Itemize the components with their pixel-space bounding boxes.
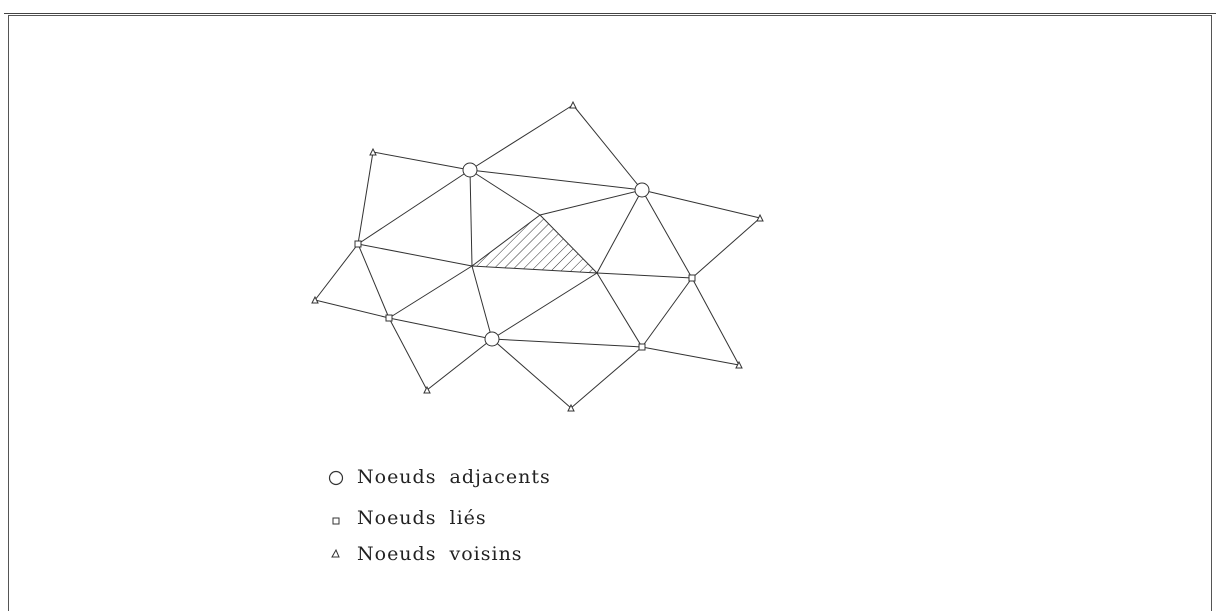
mesh-edge: [357, 243, 473, 267]
neighbor-node: [735, 360, 743, 369]
legend-linked: Noeuds liés: [323, 507, 487, 529]
mesh-edge: [641, 346, 740, 366]
hatched-triangle: [472, 215, 597, 273]
figure-frame: [8, 15, 1212, 611]
neighbor-node: [756, 213, 764, 222]
mesh-edge: [357, 151, 374, 245]
mesh-edge: [314, 299, 390, 319]
mesh-edge: [314, 243, 359, 301]
mesh-edge: [641, 189, 693, 279]
mesh-edge: [570, 346, 643, 409]
adjacent-node: [634, 182, 650, 198]
mesh-edge: [539, 189, 643, 216]
mesh-edge: [491, 272, 598, 340]
neighbor-node: [423, 385, 431, 394]
triangle-symbol-icon: [323, 544, 357, 564]
linked-node: [385, 314, 393, 322]
legend-neighbor-label: Noeuds voisins: [357, 543, 523, 565]
mesh-edge: [469, 169, 643, 191]
square-symbol-icon: [323, 508, 357, 528]
mesh-edge: [357, 169, 471, 245]
adjacent-node: [462, 162, 478, 178]
neighbor-node: [567, 403, 575, 412]
mesh-edges: [314, 104, 761, 409]
mesh-edge: [572, 104, 643, 191]
mesh-edge: [471, 265, 493, 340]
mesh-edge: [491, 338, 643, 348]
neighbor-node: [369, 147, 377, 156]
mesh-edge: [596, 189, 643, 274]
linked-node: [688, 274, 696, 282]
mesh-edge: [388, 317, 428, 391]
legend-adjacent: Noeuds adjacents: [323, 466, 551, 488]
legend-adjacent-label: Noeuds adjacents: [357, 466, 551, 488]
mesh-edge: [641, 277, 693, 348]
circle-symbol-icon: [323, 467, 357, 487]
mesh-edge: [469, 169, 473, 267]
legend-neighbor: Noeuds voisins: [323, 543, 523, 565]
mesh-edge: [641, 189, 761, 219]
mesh-nodes: [311, 100, 764, 412]
neighbor-node: [569, 100, 577, 109]
mesh-edge: [539, 214, 598, 274]
mesh-edge: [691, 277, 740, 366]
mesh-edge: [596, 272, 693, 279]
mesh-edge: [426, 338, 493, 391]
mesh-edge: [388, 265, 473, 319]
mesh-edge: [388, 317, 493, 340]
mesh-edge: [471, 214, 541, 267]
frame-top-rule: [4, 13, 1216, 14]
mesh-edge: [469, 104, 574, 171]
linked-node: [354, 240, 362, 248]
legend-linked-label: Noeuds liés: [357, 507, 487, 529]
mesh-edge: [471, 265, 598, 274]
adjacent-node: [484, 331, 500, 347]
mesh-edge: [491, 338, 572, 409]
linked-node: [638, 343, 646, 351]
mesh-edge: [596, 272, 643, 348]
hatched-element: [472, 215, 597, 273]
mesh-edge: [469, 169, 541, 216]
mesh-edge: [691, 217, 761, 279]
neighbor-node: [311, 295, 319, 304]
mesh-edge: [357, 243, 390, 319]
mesh-edge: [372, 151, 471, 171]
